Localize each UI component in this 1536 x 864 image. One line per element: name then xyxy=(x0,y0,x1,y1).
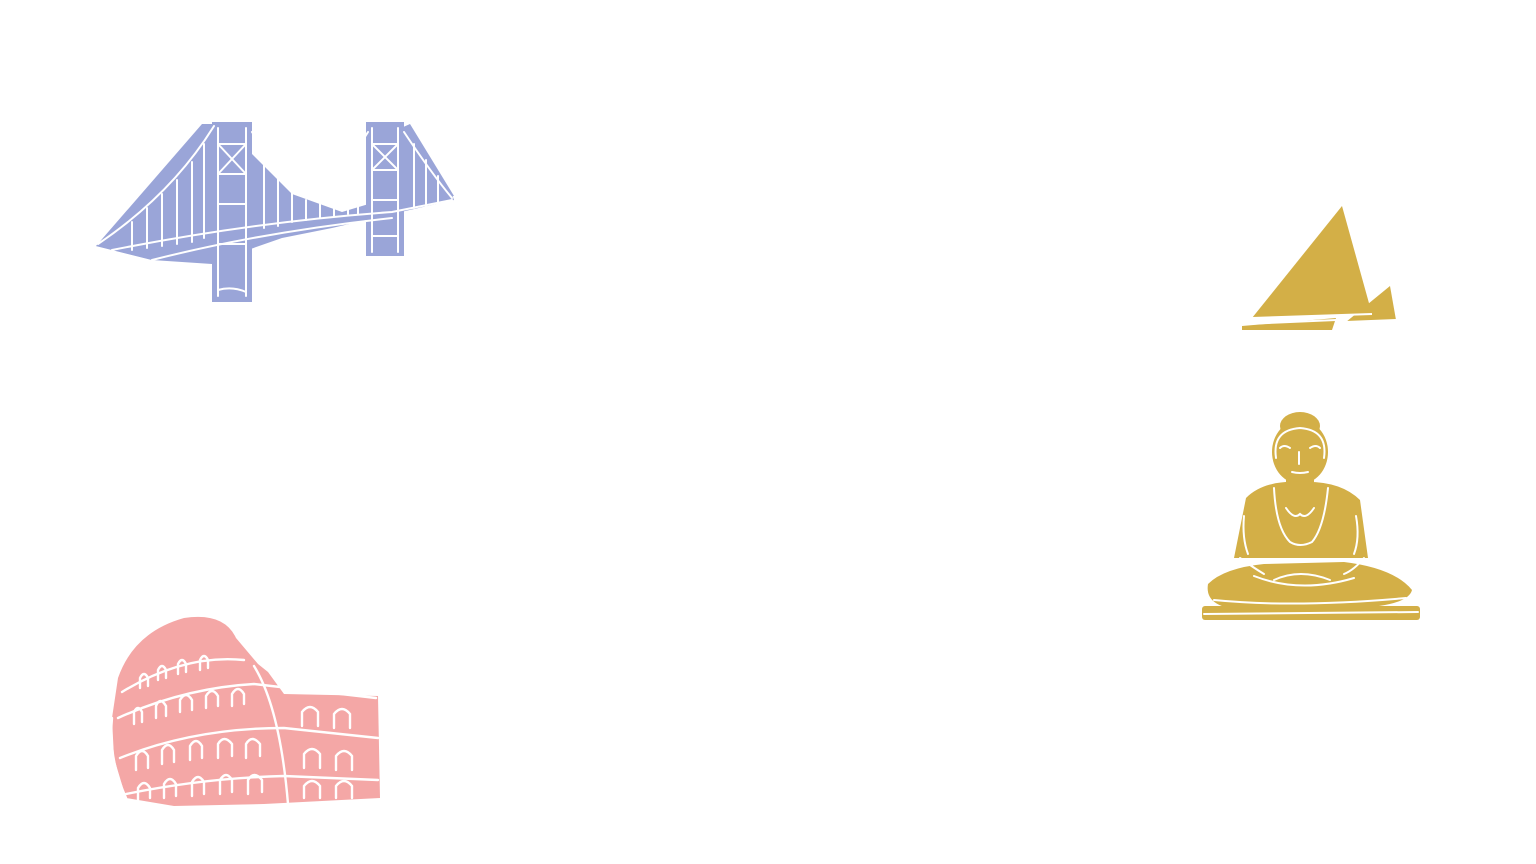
colosseum-illustration xyxy=(110,616,380,806)
golden-gate-bridge-illustration xyxy=(96,122,454,302)
pyramids-illustration xyxy=(1242,206,1397,330)
buddha-statue-illustration xyxy=(1202,412,1420,620)
